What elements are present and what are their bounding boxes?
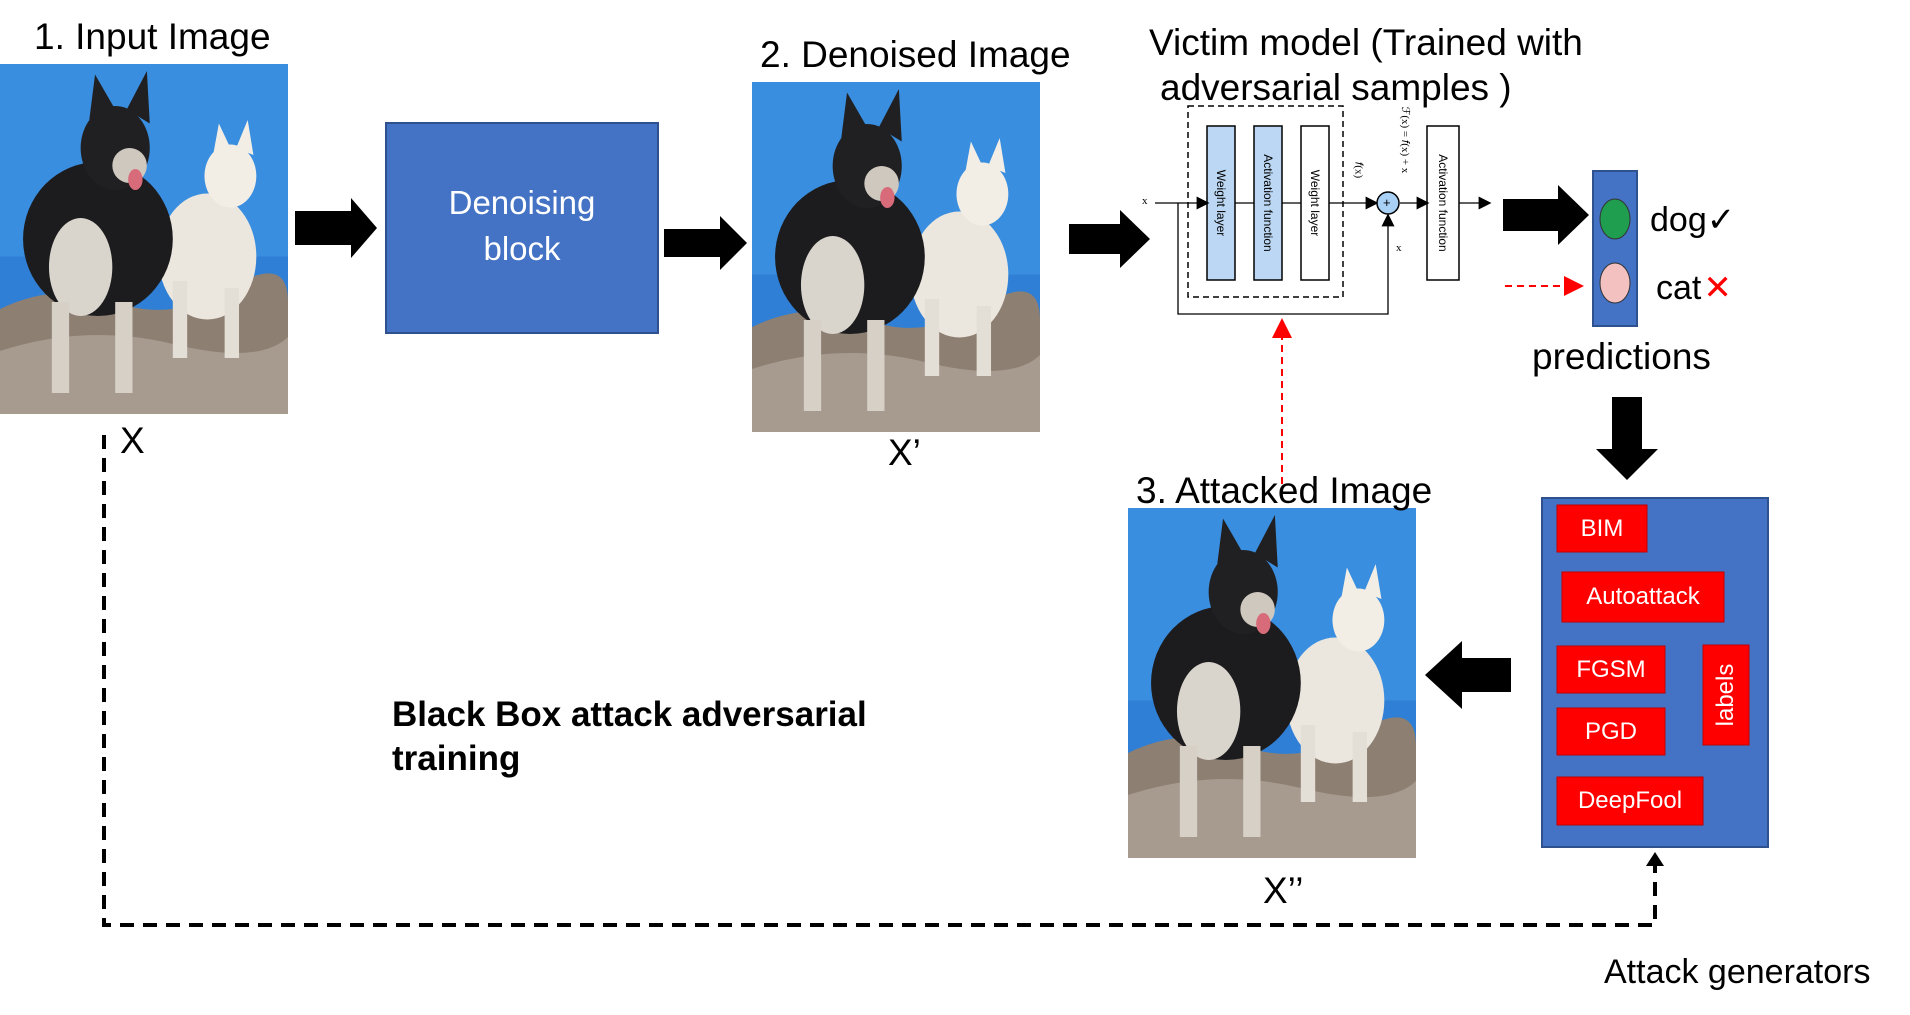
victim-title-line1: Victim model (Trained with [1149,22,1583,63]
prediction-dog: dog✓ [1650,200,1735,240]
training-note-line2: training [392,739,521,778]
dog-indicator [1599,198,1631,240]
deepfool-label: DeepFool [1577,787,1683,814]
sum-label: ℱ(x) = 𝑓(x) + x [1399,106,1411,174]
arrow-victim-to-predictions [1503,185,1589,245]
attack-method-autoattack [1561,571,1725,623]
prediction-cat-label: cat [1656,269,1702,307]
arrow-input-to-denoise [295,198,377,258]
plus-label: + [1383,195,1391,210]
attack-method-fgsm [1556,645,1666,694]
check-icon: ✓ [1706,201,1736,239]
pgd-label: PGD [1584,717,1637,745]
arrow-denoise-to-denoised [664,216,747,270]
denoised-image-title: 2. Denoised Image [760,34,1071,75]
victim-model-diagram [1155,105,1492,315]
denoised-symbol: X’ [888,432,921,473]
labels-tag-label: labels [1712,663,1739,727]
skip-label: x [1396,242,1402,254]
feedback-loop [102,435,1657,927]
weight-layer-2-label: Weight layer [1308,169,1322,237]
denoising-label-1: Denoising [448,184,596,221]
activation-layer-label: Activation function [1261,154,1275,252]
arrow-predictions-down [1596,397,1658,480]
denoising-block [385,122,659,334]
output-activation-label: Activation function [1436,154,1450,252]
attacked-image [1128,508,1416,858]
arrow-generators-to-attacked [1425,641,1511,709]
cross-icon: ✕ [1703,269,1732,307]
weight-layer-1-label: Weight layer [1214,169,1228,237]
feedback-arrowhead [1646,852,1664,866]
victim-title-line2: adversarial samples ) [1160,67,1512,108]
input-image-title: 1. Input Image [34,16,271,57]
autoattack-label: Autoattack [1586,583,1700,610]
input-image [0,64,288,414]
labels-tag [1702,644,1750,746]
fgsm-label: FGSM [1576,655,1646,683]
attack-generators-caption: Attack generators [1604,953,1871,991]
cat-indicator [1599,262,1631,304]
attacked-symbol: X’’ [1263,870,1304,911]
bim-label: BIM [1580,514,1624,542]
arrow-denoised-to-victim [1069,210,1150,268]
residual-dashed-box [1187,105,1344,298]
attack-method-deepfool [1556,776,1704,826]
flow-arrows [295,185,1658,709]
attacked-image-title: 3. Attacked Image [1136,470,1433,511]
attack-method-bim [1556,504,1648,553]
denoised-image [752,82,1040,432]
denoising-label-2: block [483,230,561,267]
predictions-title: predictions [1532,336,1711,377]
fx-label: 𝑓(x) [1352,161,1365,179]
prediction-cat: cat✕ [1656,268,1732,308]
training-note-line1: Black Box attack adversarial [392,695,867,734]
prediction-panel [1505,170,1638,327]
input-symbol: X [120,420,145,461]
input-var-label: x [1142,195,1148,207]
attack-method-pgd [1556,707,1666,756]
prediction-dog-label: dog [1650,201,1707,239]
sum-node [1376,191,1400,215]
